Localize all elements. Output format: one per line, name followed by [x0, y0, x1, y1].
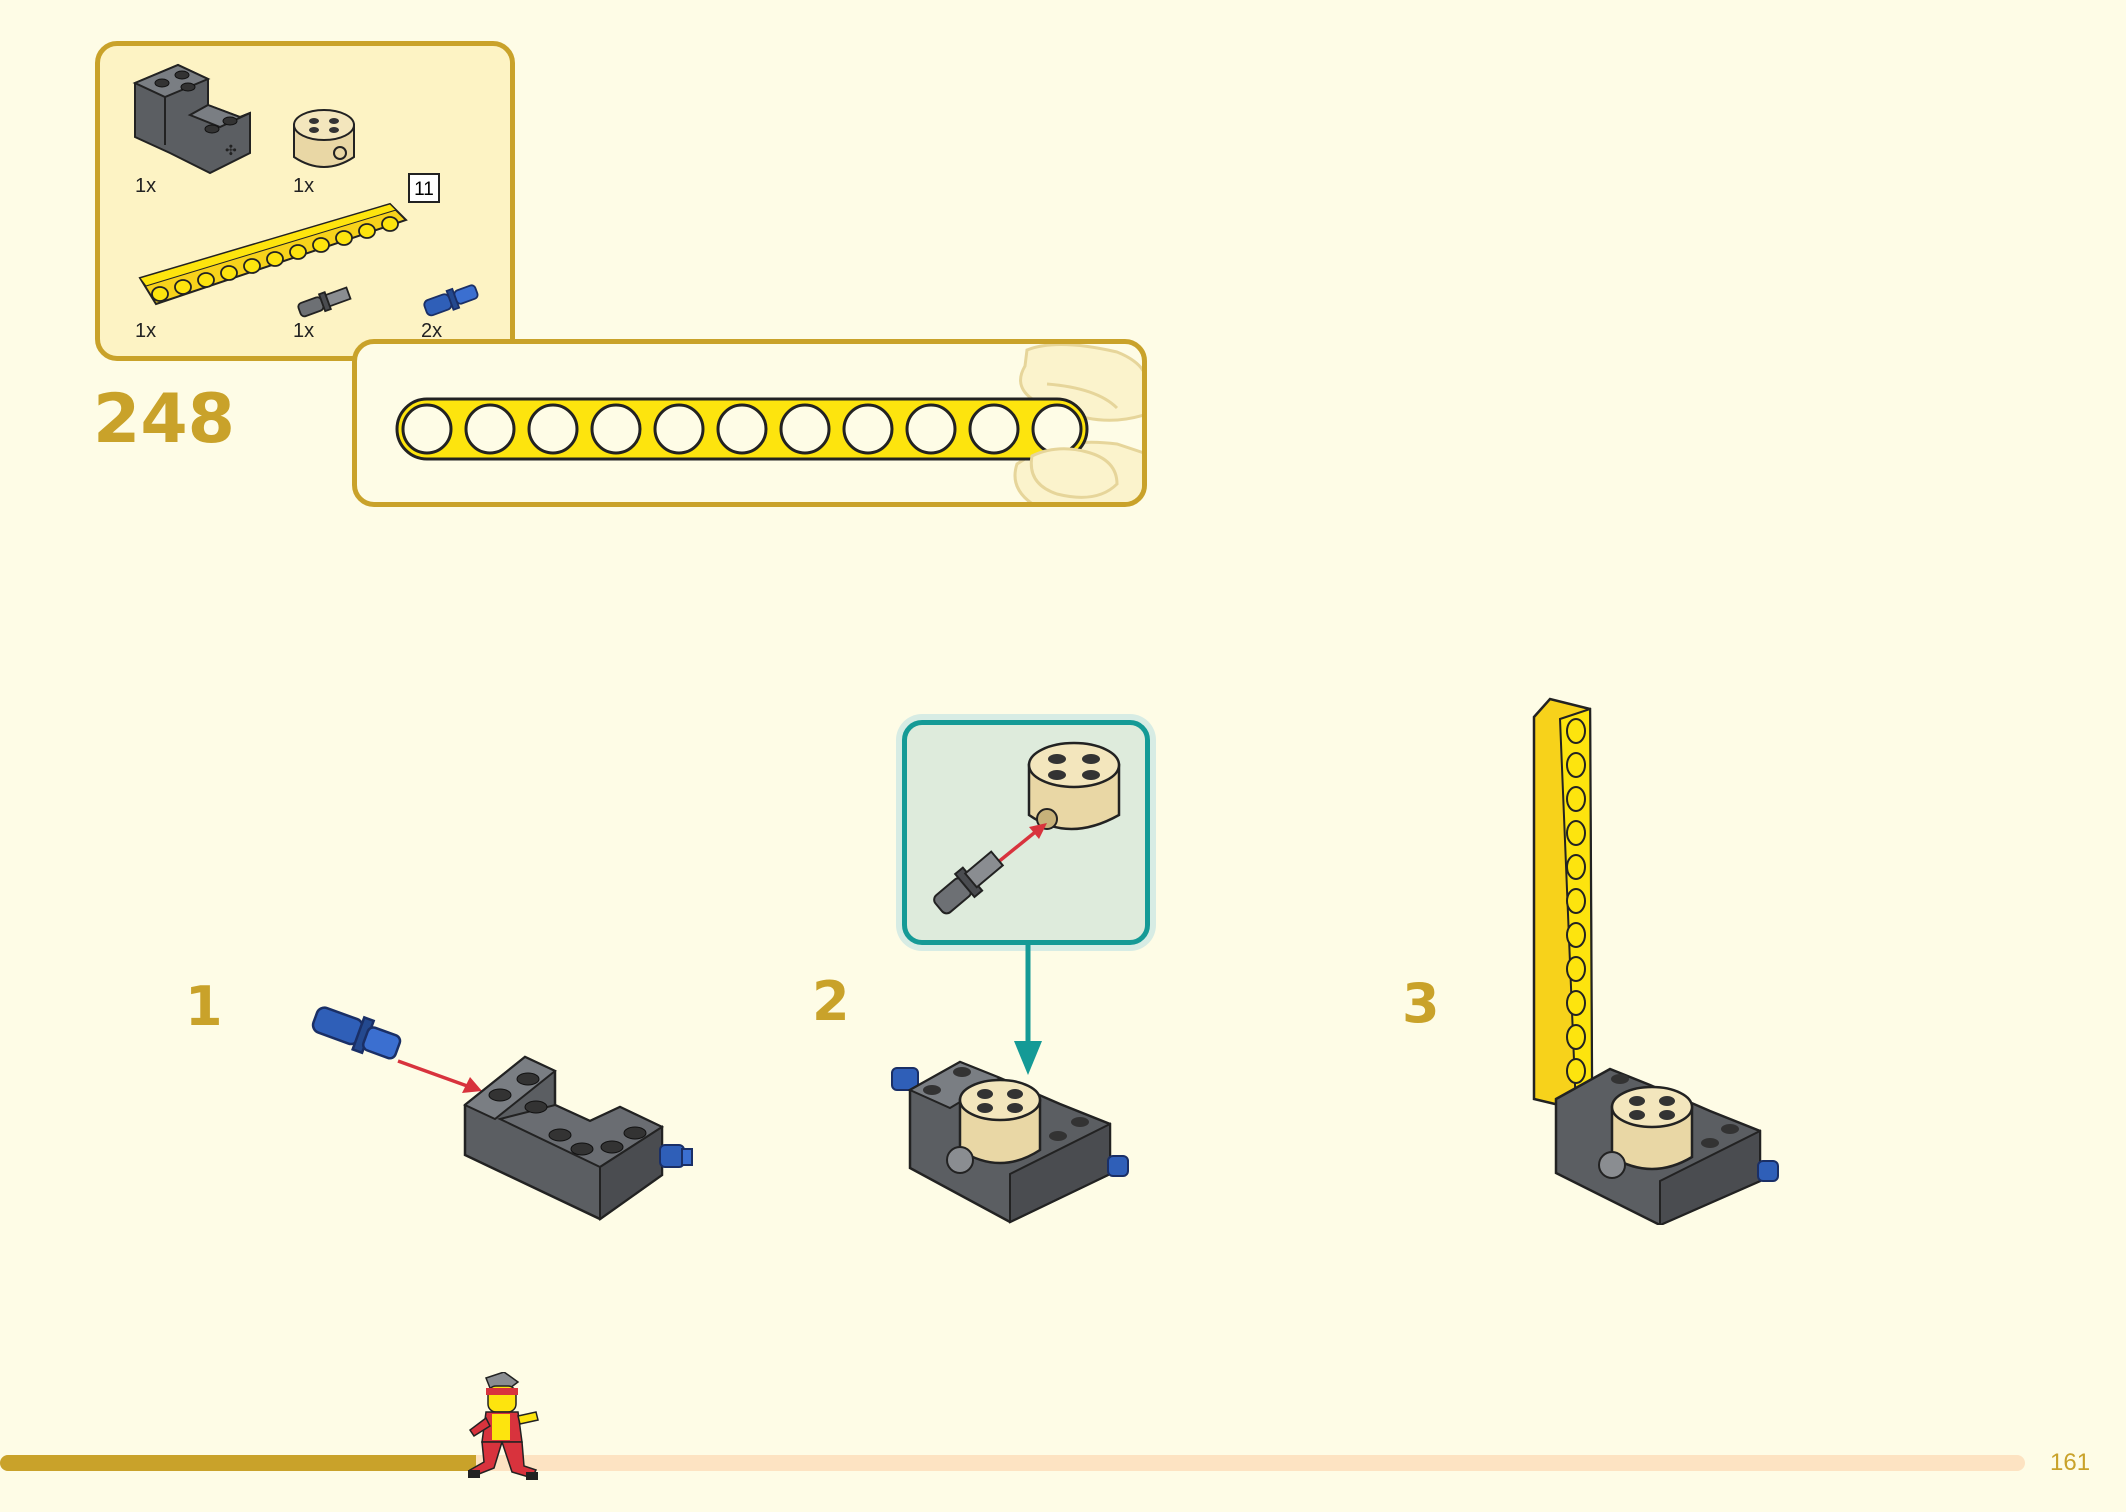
progress-fill — [0, 1455, 476, 1471]
part-qty: 1x — [293, 320, 315, 342]
part-qty: 2x — [421, 320, 443, 342]
sub-step-2-illustration — [891, 1060, 1129, 1224]
beam-length-badge: 11 — [408, 173, 440, 203]
sub-step-1-illustration — [311, 1006, 693, 1221]
gray-axle-pin-icon — [297, 286, 352, 318]
dark-gray-bracket-brick-icon: ✣ — [132, 63, 251, 175]
yellow-beam-11-icon — [138, 202, 408, 306]
beam-length-reference-box — [352, 339, 1147, 507]
sub-step-number: 3 — [1402, 972, 1440, 1035]
part-qty: 1x — [135, 320, 157, 342]
callout-illustration — [933, 741, 1121, 915]
page-number: 161 — [2050, 1449, 2091, 1476]
step-number: 248 — [93, 380, 235, 459]
sub-step-number: 1 — [185, 975, 223, 1038]
part-qty: 1x — [293, 175, 315, 197]
blue-pin-icon — [423, 284, 479, 317]
progress-track — [0, 1455, 2025, 1471]
svg-text:✣: ✣ — [225, 143, 237, 159]
insert-arrow-icon — [1014, 945, 1042, 1075]
callout-box — [902, 720, 1150, 945]
beam-length-reference-icon — [395, 344, 1142, 502]
sub-step-number: 2 — [812, 970, 850, 1033]
sub-step-3-illustration — [1532, 697, 1779, 1225]
part-qty: 1x — [135, 175, 157, 197]
running-minifigure-icon — [468, 1372, 539, 1480]
tan-round-brick-icon — [293, 109, 355, 168]
